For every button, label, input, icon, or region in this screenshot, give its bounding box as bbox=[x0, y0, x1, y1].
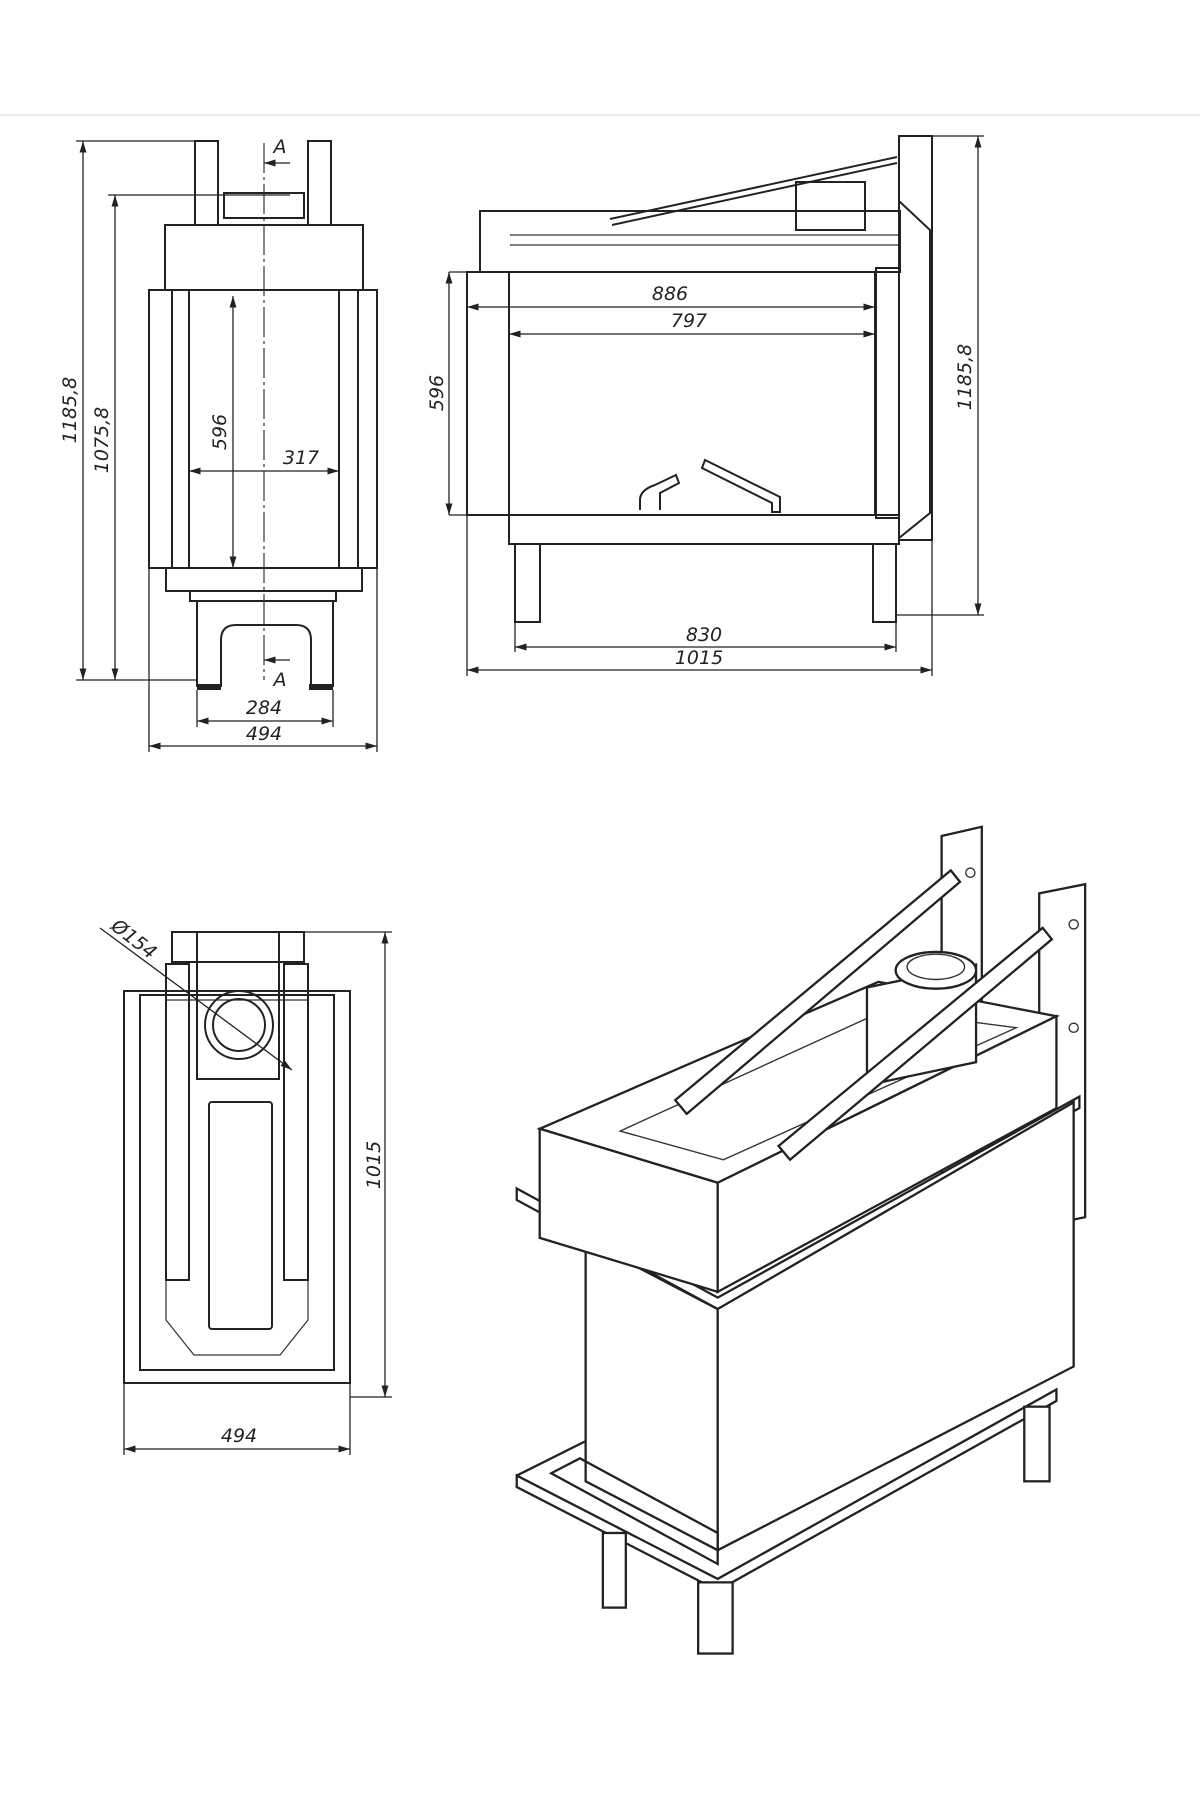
wall-post bbox=[898, 135, 933, 541]
drawing-line bbox=[1068, 919, 1079, 930]
dim-overall-width: 1015 bbox=[675, 647, 723, 669]
drawing-line bbox=[189, 590, 337, 602]
top-view: Ø154 1015 494 bbox=[99, 914, 392, 1455]
leg-2 bbox=[697, 1581, 734, 1655]
drawing-line bbox=[165, 999, 309, 1356]
dim-overall-width: 494 bbox=[246, 723, 282, 745]
log-holder-right bbox=[700, 458, 781, 513]
leg-right bbox=[872, 543, 897, 623]
dim-total-height: 1185,8 bbox=[954, 344, 976, 410]
drawing-line bbox=[309, 684, 333, 690]
drawing-line bbox=[139, 994, 335, 1371]
side-panel bbox=[875, 267, 900, 519]
isometric-view bbox=[515, 825, 1087, 1655]
dim-depth: 1015 bbox=[363, 1141, 385, 1189]
drawing-line bbox=[1068, 1022, 1079, 1034]
dim-glass-width: 317 bbox=[283, 447, 319, 469]
dim-total-height: 1185,8 bbox=[59, 377, 81, 443]
flue-collar bbox=[894, 950, 978, 990]
dim-leg-spacing: 284 bbox=[246, 697, 282, 719]
drawing-line bbox=[906, 953, 966, 981]
side-view: 596 886 797 1185,8 830 1015 bbox=[426, 135, 984, 676]
flue-circle bbox=[204, 990, 274, 1060]
drawing-line bbox=[548, 1457, 719, 1566]
long-side-face bbox=[716, 1100, 1075, 1553]
log-holder-left bbox=[639, 473, 681, 510]
drawing-line bbox=[516, 1440, 587, 1477]
rail-left bbox=[165, 963, 190, 1281]
leg-3 bbox=[1023, 1405, 1051, 1483]
drawing-line bbox=[99, 927, 293, 1071]
dim-leg-spacing: 830 bbox=[686, 624, 722, 646]
top-flange bbox=[515, 1094, 1081, 1311]
front-view: A A 1185,8 1075,8 596 317 284 494 bbox=[59, 136, 378, 752]
body bbox=[148, 289, 378, 569]
strut bbox=[609, 156, 898, 220]
outer-frame bbox=[123, 990, 351, 1384]
strut-1 bbox=[673, 868, 962, 1116]
door-protrusion bbox=[466, 271, 510, 516]
dim-glass-height: 596 bbox=[209, 414, 231, 450]
dim-glass-width: 797 bbox=[671, 310, 707, 332]
right-post bbox=[307, 140, 332, 226]
leg-1 bbox=[601, 1531, 627, 1609]
rail-right bbox=[283, 963, 309, 1281]
flue bbox=[795, 181, 866, 231]
top-box-side bbox=[716, 1014, 1058, 1294]
dim-width: 494 bbox=[221, 1425, 257, 1447]
strut-2 bbox=[776, 926, 1054, 1162]
left-post bbox=[194, 140, 219, 226]
section-marker-top: A bbox=[272, 136, 287, 158]
dim-glass-height: 596 bbox=[426, 375, 448, 411]
glass-panel bbox=[508, 271, 876, 516]
dim-outer-opening: 886 bbox=[652, 283, 688, 305]
legs bbox=[196, 601, 334, 687]
leg-left bbox=[514, 543, 541, 623]
drawing-line bbox=[197, 684, 221, 690]
base bbox=[508, 514, 900, 545]
drawing-line bbox=[898, 198, 931, 541]
drawing-line bbox=[212, 998, 266, 1052]
dim-height-to-flue: 1075,8 bbox=[91, 407, 113, 473]
inspection-plate bbox=[208, 1101, 273, 1330]
flue-housing bbox=[196, 931, 280, 1080]
drawing-line bbox=[611, 162, 898, 226]
top-frame bbox=[479, 210, 901, 273]
section-marker-bottom: A bbox=[272, 669, 287, 691]
bottom-flange bbox=[515, 1387, 1058, 1592]
drawing-line bbox=[965, 867, 976, 878]
drawing-line bbox=[171, 931, 305, 963]
drawing-line bbox=[618, 1009, 1019, 1161]
